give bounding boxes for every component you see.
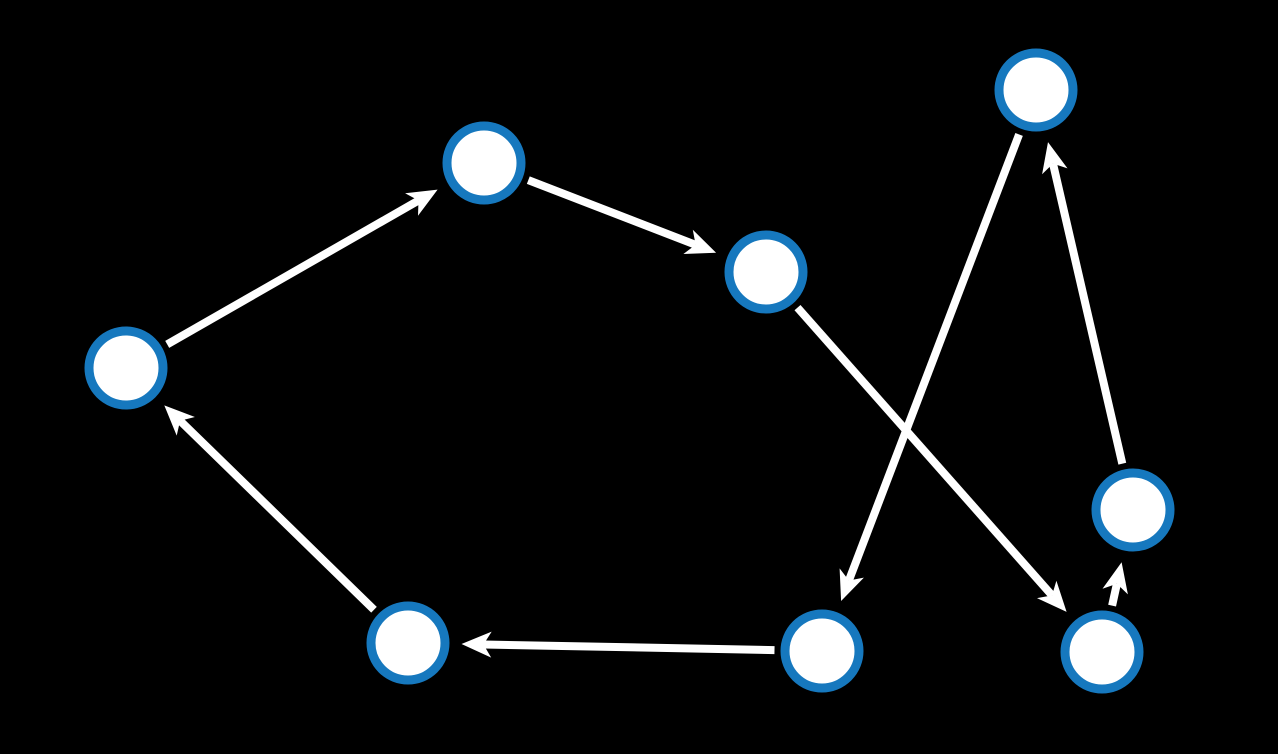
graph-node: [366, 601, 450, 685]
graph-edge-line: [1049, 162, 1127, 465]
graph-edge-line: [526, 176, 698, 249]
graph-edge-arrowhead: [683, 229, 717, 254]
graph-node: [994, 48, 1078, 132]
graph-edge-line: [1108, 582, 1121, 607]
graph-edge-line: [177, 417, 377, 613]
graph-node: [780, 609, 864, 693]
graph-edge-arrowhead: [839, 568, 864, 601]
graph-edge-arrowhead: [405, 189, 438, 216]
graph-edge-arrowhead: [164, 405, 195, 436]
graph-node: [442, 121, 526, 205]
graph-edge-arrowhead: [1037, 580, 1067, 612]
graph-edge-arrowhead: [1042, 142, 1068, 175]
graph-node: [1091, 468, 1175, 552]
graph-edge-arrowhead: [461, 631, 492, 658]
graph-node: [724, 230, 808, 314]
graph-edge-line: [165, 197, 421, 348]
graph-edge-line: [794, 304, 1055, 599]
graph-node: [1060, 610, 1144, 694]
graph-edge-arrowhead: [1102, 562, 1128, 595]
graph-edge-line: [845, 132, 1023, 582]
graph-node: [84, 326, 168, 410]
graph-edge-line: [483, 640, 775, 655]
